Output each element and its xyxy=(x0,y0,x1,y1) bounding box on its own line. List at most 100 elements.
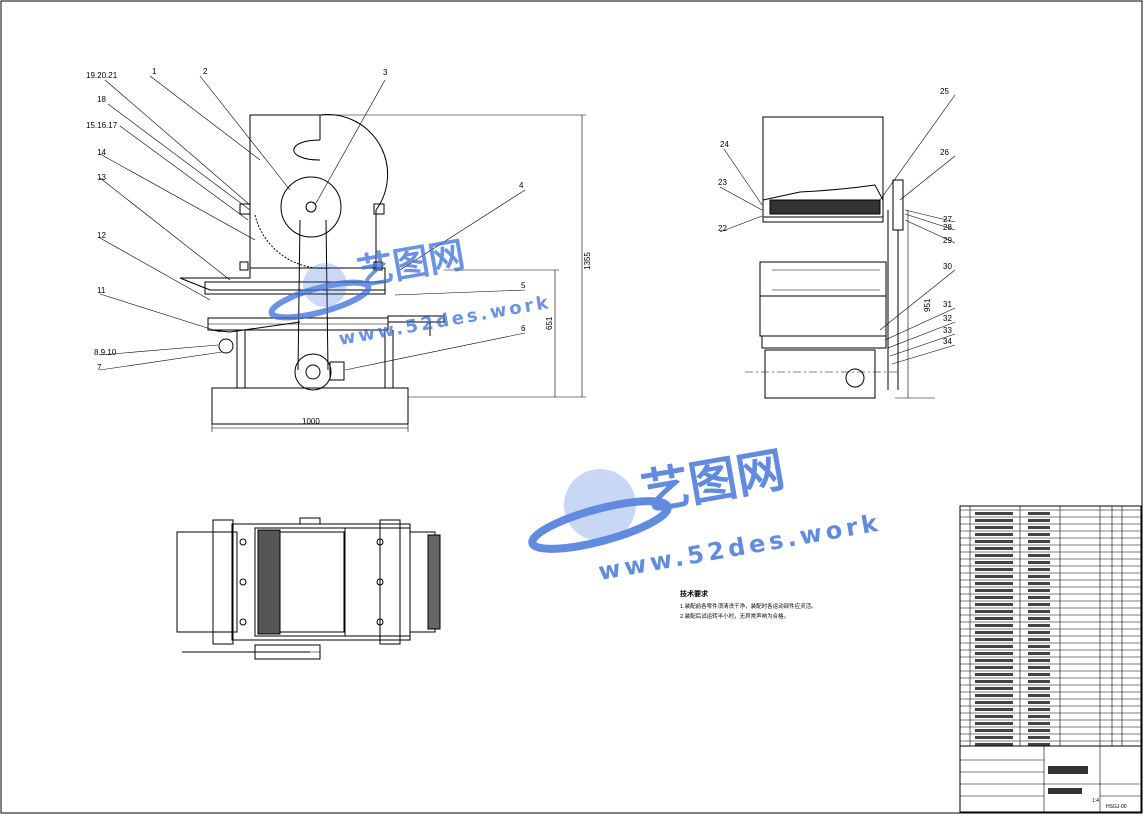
parts-list-cell-text xyxy=(975,589,1013,592)
parts-list-cell-text xyxy=(1028,694,1050,697)
label-11: 11 xyxy=(97,286,106,295)
watermark-upper: 艺图网 www.52des.work xyxy=(268,235,553,350)
parts-list-cell-text xyxy=(1028,526,1050,529)
parts-list-cell-text xyxy=(975,526,1013,529)
parts-list-cell-text xyxy=(1028,708,1050,711)
label-18: 18 xyxy=(97,95,106,104)
watermark-brand-lower: 艺图网 xyxy=(637,442,789,522)
technical-requirements: 技术要求 1.装配前各零件须清洗干净，装配时各运动部件应灵活。 2.装配后试运转… xyxy=(680,589,817,620)
parts-list-cell-text xyxy=(975,519,1013,522)
parts-list-cell-text xyxy=(975,659,1013,662)
parts-list-cell-text xyxy=(975,673,1013,676)
parts-list-cell-text xyxy=(1028,561,1050,564)
parts-list-cell-text xyxy=(1028,624,1050,627)
parts-list-cell-text xyxy=(975,617,1013,620)
parts-list-cell-text xyxy=(1028,666,1050,669)
label-5: 5 xyxy=(521,281,526,290)
label-24: 24 xyxy=(720,140,729,149)
parts-list-cell-text xyxy=(975,729,1013,732)
parts-list-cell-text xyxy=(1028,540,1050,543)
parts-list-cell-text xyxy=(975,715,1013,718)
label-2: 2 xyxy=(203,67,208,76)
parts-list-cell-text xyxy=(1028,533,1050,536)
dim-height-table: 651 xyxy=(545,316,554,330)
label-19-20-21: 19.20.21 xyxy=(86,71,118,80)
tech-req-line-2: 2.装配后试运转半小时，无异常声响为合格。 xyxy=(680,612,789,620)
parts-list-cell-text xyxy=(1028,512,1050,515)
watermark-lower: 艺图网 www.52des.work xyxy=(528,442,883,586)
label-31: 31 xyxy=(943,300,952,309)
parts-list-cell-text xyxy=(1028,659,1050,662)
label-15-16-17: 15.16.17 xyxy=(86,121,118,130)
parts-list-cell-text xyxy=(1028,652,1050,655)
parts-list-cell-text xyxy=(975,694,1013,697)
parts-list-cell-text xyxy=(975,631,1013,634)
title-block-drawing-no: HSGJ-00 xyxy=(1106,804,1127,810)
label-27: 27 xyxy=(943,215,952,224)
parts-list-cell-text xyxy=(975,687,1013,690)
parts-list-cell-text xyxy=(1028,589,1050,592)
parts-list-cell-text xyxy=(1028,715,1050,718)
parts-list-cell-text xyxy=(1028,638,1050,641)
parts-list-cell-text xyxy=(975,638,1013,641)
parts-list-cell-text xyxy=(975,533,1013,536)
label-32: 32 xyxy=(943,314,952,323)
parts-list-cell-text xyxy=(1028,610,1050,613)
parts-list-cell-text xyxy=(975,624,1013,627)
label-29: 29 xyxy=(943,236,952,245)
parts-list-cell-text xyxy=(975,561,1013,564)
dim-height-total: 1355 xyxy=(583,252,592,270)
parts-list xyxy=(959,505,1142,747)
title-block-scale: 1:4 xyxy=(1092,798,1099,804)
front-view-labels: 19.20.21 18 15.16.17 14 13 12 11 8.9.10 … xyxy=(86,67,592,426)
label-4: 4 xyxy=(519,181,524,190)
parts-list-cell-text xyxy=(975,603,1013,606)
label-33: 33 xyxy=(943,326,952,335)
parts-list-cell-text xyxy=(975,582,1013,585)
parts-list-cell-text xyxy=(1028,547,1050,550)
label-1: 1 xyxy=(152,67,157,76)
parts-list-cell-text xyxy=(1028,603,1050,606)
label-8-9-10: 8.9.10 xyxy=(94,348,117,357)
parts-list-cell-text xyxy=(1028,568,1050,571)
parts-list-cell-text xyxy=(1028,554,1050,557)
watermark-url-lower: www.52des.work xyxy=(596,509,883,586)
parts-list-cell-text xyxy=(1028,582,1050,585)
parts-list-rows xyxy=(960,509,1141,746)
label-13: 13 xyxy=(97,173,106,182)
label-3: 3 xyxy=(383,68,388,77)
tech-req-line-1: 1.装配前各零件须清洗干净，装配时各运动部件应灵活。 xyxy=(680,602,817,610)
parts-list-cell-text xyxy=(1028,729,1050,732)
parts-list-cell-text xyxy=(975,554,1013,557)
parts-list-cell-text xyxy=(975,743,1013,746)
watermark-logo-icon xyxy=(528,497,672,553)
parts-list-cell-text xyxy=(975,701,1013,704)
parts-list-cell-text xyxy=(1028,575,1050,578)
parts-list-cell-text xyxy=(1028,736,1050,739)
label-23: 23 xyxy=(718,178,727,187)
label-7: 7 xyxy=(97,363,102,372)
parts-list-cell-text xyxy=(1028,645,1050,648)
parts-list-cell-text xyxy=(975,596,1013,599)
top-view xyxy=(176,517,441,660)
tech-req-title: 技术要求 xyxy=(680,589,709,598)
parts-list-cell-text xyxy=(1028,722,1050,725)
label-28: 28 xyxy=(943,223,952,232)
parts-list-cell-text xyxy=(1028,680,1050,683)
watermark-brand-upper: 艺图网 xyxy=(354,235,467,294)
label-26: 26 xyxy=(940,148,949,157)
parts-list-cell-text xyxy=(975,680,1013,683)
label-30: 30 xyxy=(943,262,952,271)
parts-list-cell-text xyxy=(975,610,1013,613)
parts-list-cell-text xyxy=(975,722,1013,725)
dim-width: 1000 xyxy=(302,417,320,426)
parts-list-cell-text xyxy=(1028,617,1050,620)
parts-list-cell-text xyxy=(975,512,1013,515)
parts-list-cell-text xyxy=(975,540,1013,543)
parts-list-cell-text xyxy=(975,547,1013,550)
parts-list-cell-text xyxy=(1028,631,1050,634)
parts-list-cell-text xyxy=(975,568,1013,571)
